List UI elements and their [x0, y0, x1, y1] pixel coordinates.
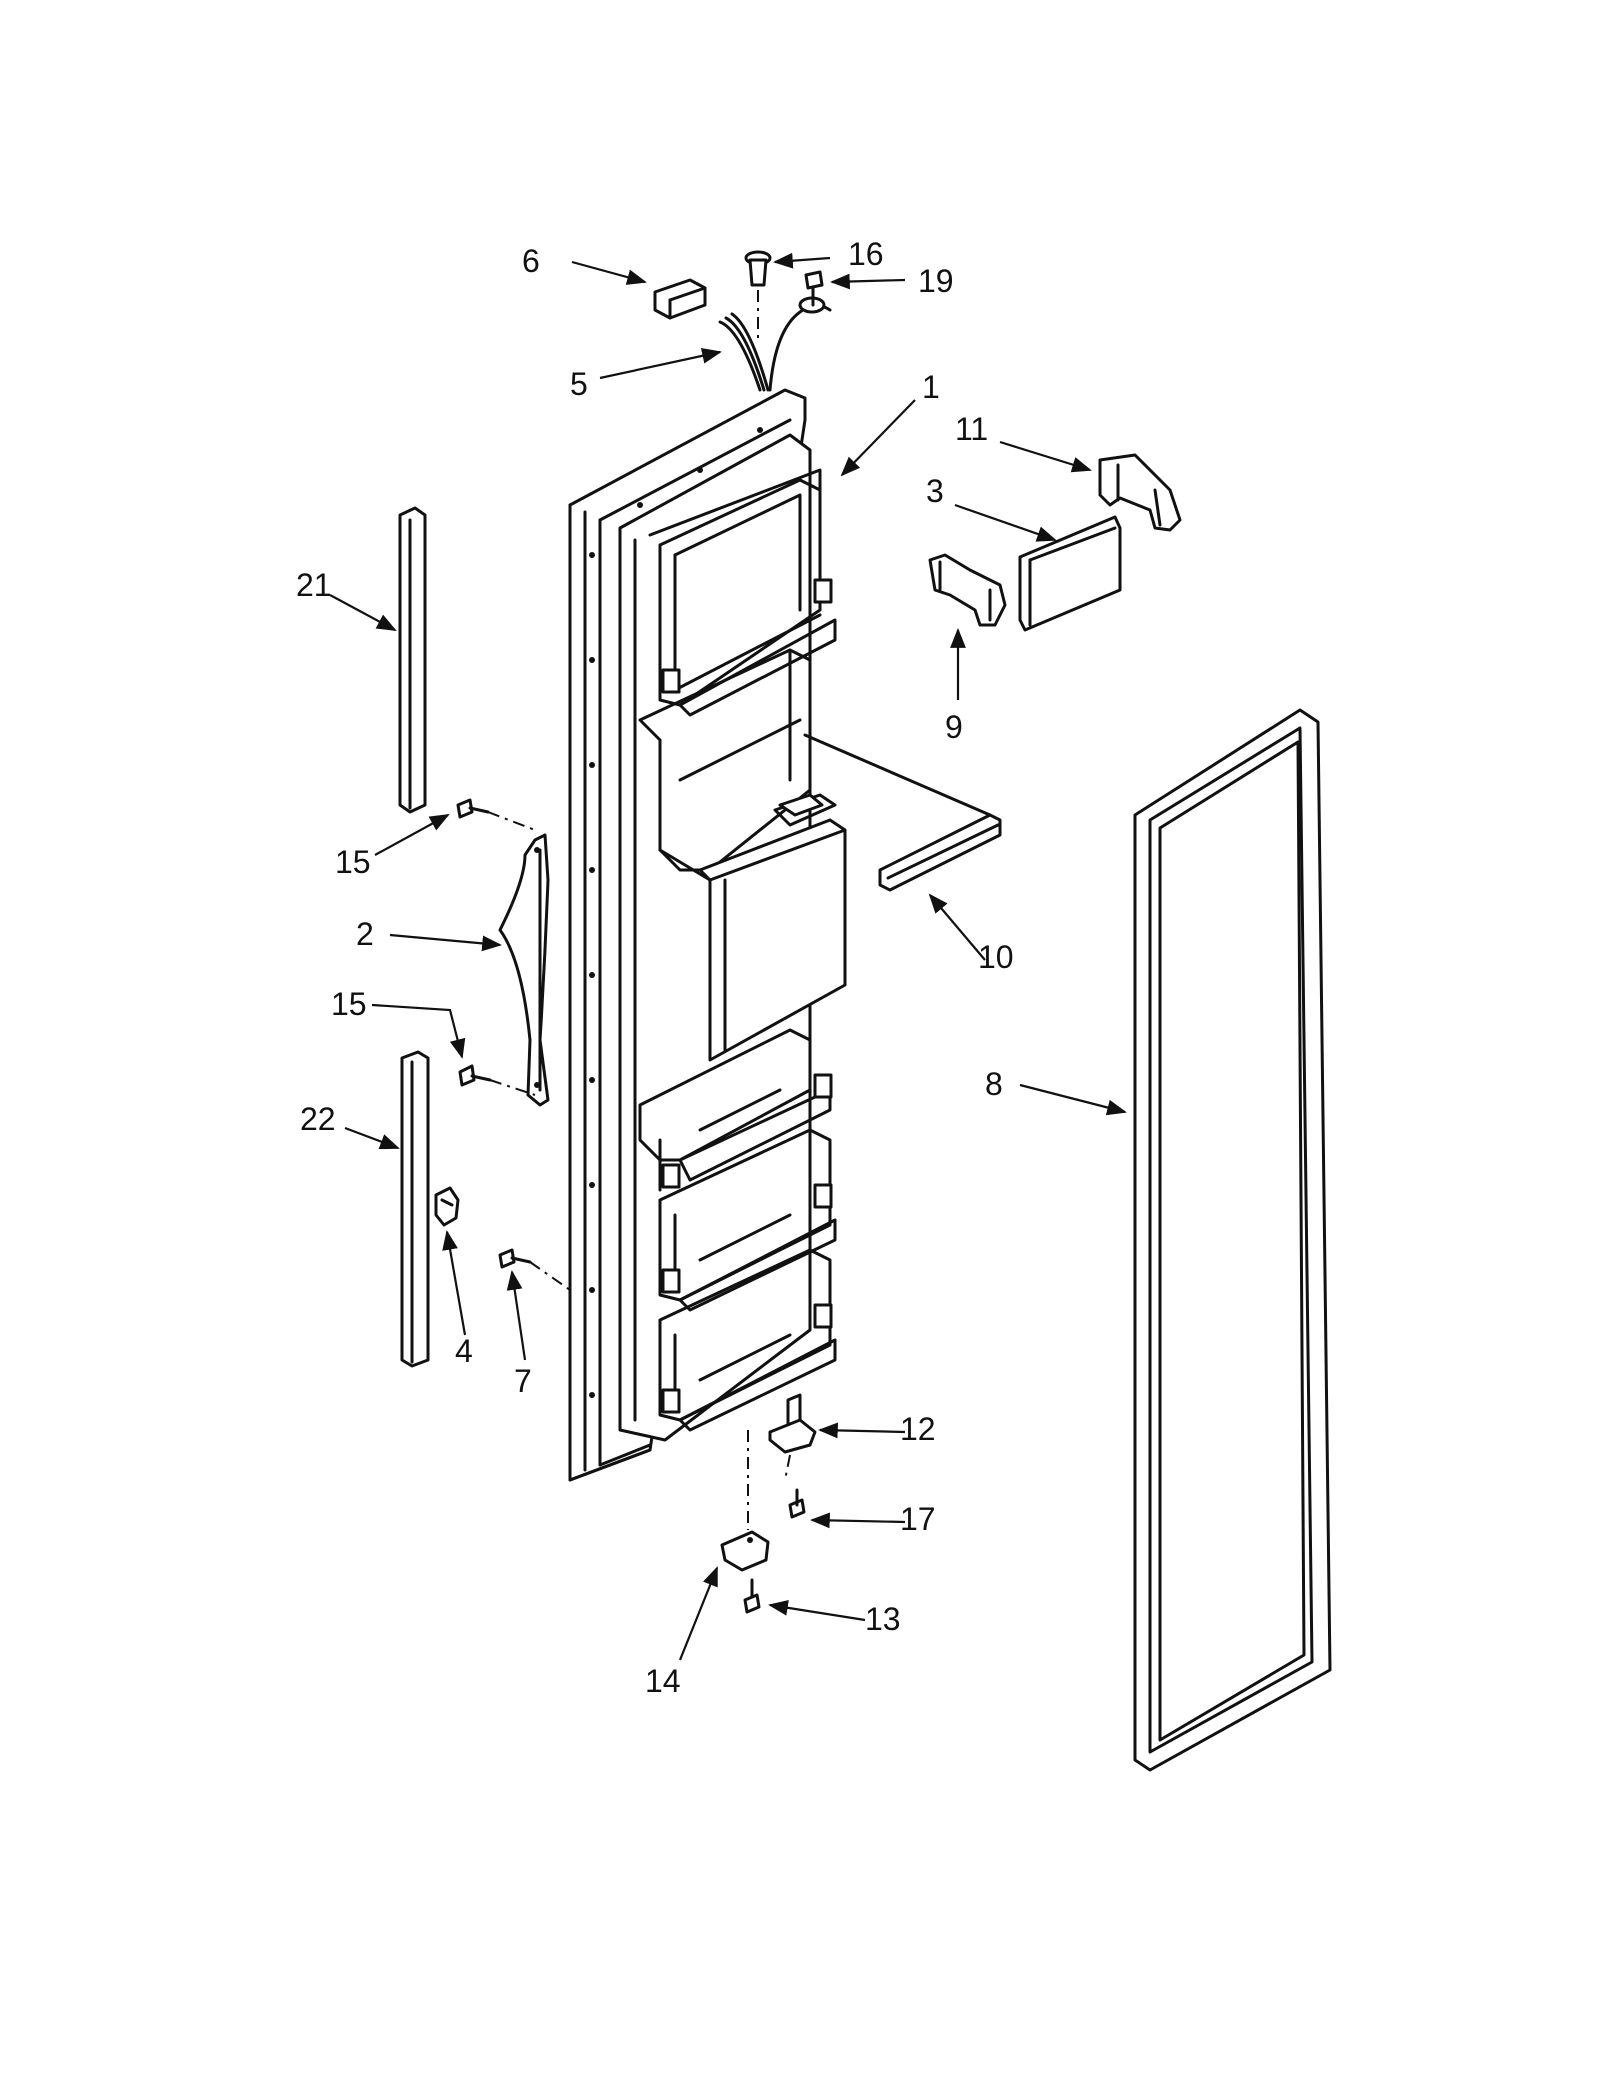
callout-12: 12 — [900, 1411, 936, 1447]
screw-part-15-upper — [456, 798, 536, 831]
rail-part-10 — [803, 733, 1002, 892]
screw-part-15-lower — [458, 1064, 536, 1096]
upper-trim-part-21 — [398, 506, 427, 814]
callout-8: 8 — [985, 1066, 1003, 1102]
callout-labels: 6 16 19 5 1 11 3 9 10 21 15 2 15 22 4 7 … — [296, 236, 1014, 1699]
leader-7 — [506, 1270, 527, 1361]
callout-5: 5 — [570, 366, 588, 402]
callout-22: 22 — [300, 1101, 336, 1137]
callout-7: 7 — [514, 1363, 532, 1399]
callout-21: 21 — [296, 567, 332, 603]
leader-11 — [999, 440, 1092, 473]
shelf-bar-part-3 — [1018, 515, 1122, 632]
leader-17 — [810, 1512, 906, 1529]
leader-3 — [954, 503, 1057, 542]
leader-lines — [329, 252, 1127, 1661]
leader-5 — [599, 348, 722, 380]
leader-1 — [840, 399, 916, 477]
leader-14 — [678, 1566, 719, 1661]
bracket-part-11 — [1098, 453, 1182, 532]
leader-8 — [1019, 1083, 1127, 1116]
leader-13 — [768, 1599, 866, 1622]
screw-part-17 — [788, 1488, 806, 1519]
plug-part-16 — [744, 250, 772, 340]
lower-trim-part-22 — [400, 1050, 430, 1368]
screw-part-19 — [804, 270, 824, 307]
end-cap-part-9 — [928, 553, 1007, 627]
leader-6 — [571, 260, 647, 285]
callout-16: 16 — [848, 236, 884, 272]
hinge-pin-part-12 — [768, 1393, 817, 1481]
leader-2 — [389, 933, 502, 952]
hinge-bracket-part-14 — [720, 1430, 770, 1572]
leader-12 — [818, 1422, 906, 1439]
callout-10: 10 — [978, 939, 1014, 975]
door-panel-part-1 — [568, 388, 847, 1482]
callout-4: 4 — [455, 1333, 473, 1369]
callout-6: 6 — [522, 243, 540, 279]
wire-harness-part-5 — [718, 296, 832, 392]
screw-part-13 — [743, 1578, 761, 1614]
leader-15b — [371, 1003, 466, 1059]
callout-13: 13 — [865, 1601, 901, 1637]
callout-17: 17 — [900, 1501, 936, 1537]
screw-part-7 — [498, 1248, 571, 1291]
callout-11: 11 — [955, 411, 988, 447]
callout-19: 19 — [918, 263, 954, 299]
clip-part-4 — [434, 1186, 460, 1227]
callout-1: 1 — [922, 369, 940, 405]
leader-10 — [928, 893, 986, 961]
callout-2: 2 — [356, 916, 374, 952]
leader-21 — [329, 594, 397, 631]
callout-9: 9 — [945, 709, 963, 745]
leader-22 — [344, 1126, 400, 1150]
leader-4 — [442, 1230, 467, 1336]
leader-15a — [374, 814, 450, 856]
connector-part-6 — [653, 278, 707, 320]
leader-16 — [773, 252, 831, 269]
callout-3: 3 — [926, 473, 944, 509]
callout-15a: 15 — [335, 844, 371, 880]
callout-15b: 15 — [331, 986, 367, 1022]
handle-part-2 — [498, 833, 550, 1107]
callout-14: 14 — [645, 1663, 681, 1699]
door-gasket-part-8 — [1133, 708, 1332, 1772]
leader-19 — [830, 273, 906, 290]
